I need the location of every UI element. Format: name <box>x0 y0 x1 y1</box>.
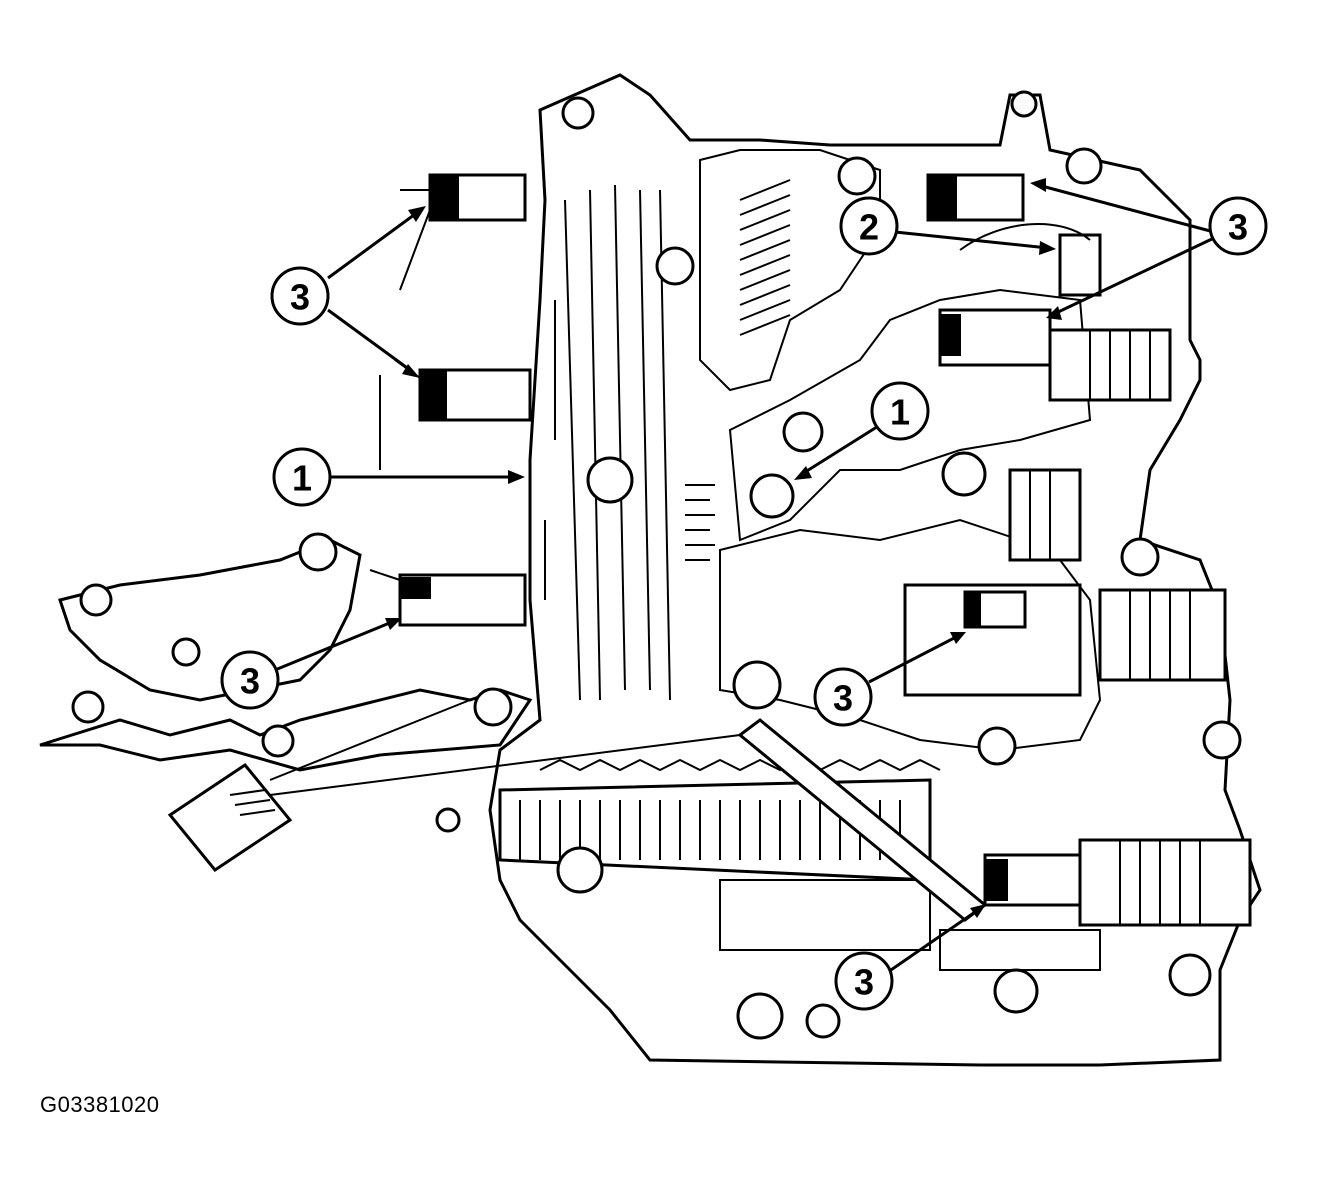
leader-4 <box>274 620 393 672</box>
leader-7 <box>1053 236 1215 316</box>
leader-2 <box>327 308 411 372</box>
callout-label: 3 <box>1228 207 1248 248</box>
wiring-harness-connector <box>167 699 741 873</box>
callout-label: 2 <box>859 207 879 248</box>
callout-3-top-left: 3 <box>270 266 330 326</box>
callout-2: 2 <box>839 196 899 256</box>
leader-8 <box>801 423 881 476</box>
figure-id: G03381020 <box>40 1092 160 1117</box>
callout-3-lower-center: 3 <box>813 667 873 727</box>
callout-3-top-right: 3 <box>1208 196 1268 256</box>
solenoid-center-right <box>903 468 1227 697</box>
valve-body-housing <box>488 73 1262 1067</box>
callouts: 3 3 1 3 2 3 1 3 <box>220 196 1268 1011</box>
callout-label: 3 <box>854 962 874 1003</box>
solenoid-connectors <box>167 173 1252 927</box>
leader-6 <box>1037 183 1215 234</box>
leader-9 <box>868 634 959 684</box>
callout-3-lower-left: 3 <box>220 650 280 710</box>
solenoid-lower-right <box>983 838 1252 927</box>
solenoid-mid-right <box>938 308 1172 402</box>
arrowheads <box>385 178 1062 918</box>
callout-label: 1 <box>292 458 312 499</box>
callout-label: 3 <box>833 678 853 719</box>
solenoid-top-right <box>926 173 1025 222</box>
leader-1 <box>327 210 419 280</box>
leader-10 <box>887 908 979 974</box>
solenoid-right-wire <box>959 223 1102 297</box>
callout-label: 3 <box>240 661 260 702</box>
solenoid-top-left <box>399 173 527 291</box>
housing-bolts <box>435 90 1242 1040</box>
callout-label: 1 <box>890 392 910 433</box>
leader-5 <box>894 230 1049 250</box>
callout-1-left: 1 <box>272 447 332 507</box>
solenoid-lower-left <box>369 569 527 627</box>
solenoid-mid-left <box>379 359 532 470</box>
callout-3-bottom: 3 <box>834 951 894 1011</box>
leader-lines <box>274 183 1215 974</box>
callout-1-center: 1 <box>870 381 930 441</box>
callout-label: 3 <box>290 277 310 318</box>
left-bracket-plate <box>39 532 533 772</box>
